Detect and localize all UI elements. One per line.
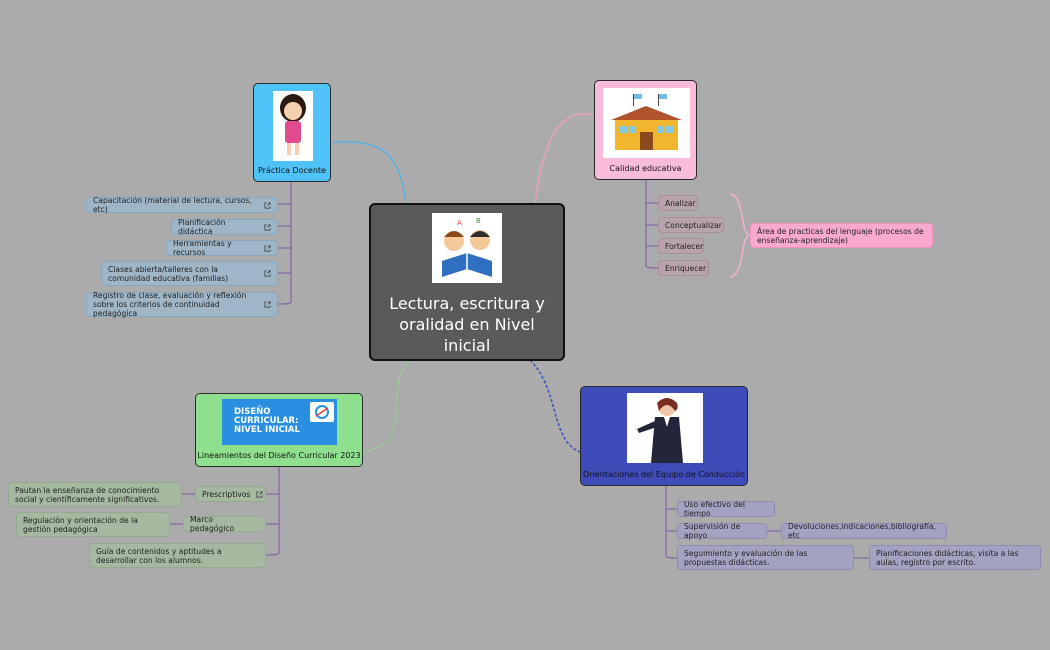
children-reading-book-image: A B (432, 213, 502, 283)
calidad-item-fortalecer[interactable]: Fortalecer (658, 238, 704, 254)
practica-item-4[interactable]: Clases abierta/talleres con la comunidad… (101, 261, 278, 286)
central-title: Lectura, escritura y oralidad en Nivel i… (389, 294, 545, 355)
children-reading-icon: A B (432, 213, 502, 283)
external-link-icon[interactable] (256, 491, 263, 498)
practica-item-2[interactable]: Planificación didáctica (171, 218, 278, 236)
businesswoman-image (627, 393, 703, 463)
topic-calidad-label: Calidad educativa (609, 164, 682, 173)
calidad-summary[interactable]: Área de practicas del lenguaje (procesos… (750, 223, 933, 248)
girl-student-image (273, 91, 313, 161)
topic-calidad-educativa[interactable]: Calidad educativa (594, 80, 697, 180)
topic-orientaciones[interactable]: Orientaciones del Equipo de Conducción (580, 386, 748, 486)
school-building-image (603, 88, 690, 158)
svg-text:A: A (457, 219, 462, 227)
lineamientos-item-marco[interactable]: Marco pedagógico (183, 515, 266, 533)
central-topic[interactable]: A B Lectura, escritura y oralidad en Niv… (369, 203, 565, 361)
banner-line-3: NIVEL INICIAL (234, 425, 300, 435)
external-link-icon[interactable] (264, 202, 271, 209)
girl-student-icon (273, 91, 313, 161)
businesswoman-icon (627, 393, 703, 463)
external-link-icon[interactable] (264, 301, 271, 308)
topic-practica-label: Práctica Docente (258, 166, 326, 175)
lineamientos-item-prescriptivos[interactable]: Prescriptivos (195, 486, 266, 502)
orientaciones-detail-supervision[interactable]: Devoluciones,indicaciones,bibliografía, … (781, 522, 947, 540)
topic-lineamientos-label: Lineamientos del Diseño Curricular 2023 (197, 451, 361, 460)
practica-item-1[interactable]: Capacitación (material de lectura, curso… (86, 196, 278, 214)
calidad-item-conceptualizar[interactable]: Conceptualizar (658, 217, 724, 233)
external-link-icon[interactable] (264, 270, 271, 277)
orientaciones-item-tiempo[interactable]: Uso efectivo del tiempo (677, 500, 775, 518)
external-link-icon[interactable] (264, 245, 271, 252)
external-link-icon[interactable] (264, 224, 271, 231)
topic-practica-docente[interactable]: Práctica Docente (253, 83, 331, 182)
orientaciones-item-supervision[interactable]: Supervisión de apoyo (677, 522, 767, 540)
lineamientos-detail-marco[interactable]: Regulación y orientación de la gestión p… (16, 512, 170, 537)
ministry-logo-icon (310, 402, 334, 422)
svg-text:B: B (476, 217, 481, 225)
calidad-item-analizar[interactable]: Analizar (658, 195, 698, 211)
banner-line-1: DISEÑO (234, 407, 271, 417)
calidad-item-enriquecer[interactable]: Enriquecer (658, 260, 709, 276)
practica-item-3[interactable]: Herramientas y recursos (166, 239, 278, 257)
orientaciones-detail-seguimiento[interactable]: Planificaciones didácticas, visita a las… (869, 545, 1041, 570)
practica-item-5[interactable]: Registro de clase, evaluación y reflexió… (86, 291, 278, 318)
lineamientos-detail-prescriptivos[interactable]: Pautan la enseñanza de conocimiento soci… (8, 482, 182, 507)
topic-orientaciones-label: Orientaciones del Equipo de Conducción (583, 470, 745, 479)
lineamientos-item-guia[interactable]: Guía de contenidos y aptitudes a desarro… (89, 543, 266, 568)
diseno-curricular-banner: DISEÑO CURRICULAR: NIVEL INICIAL (222, 399, 337, 445)
banner-line-2: CURRICULAR: (234, 416, 299, 426)
school-building-icon (603, 88, 690, 158)
orientaciones-item-seguimiento[interactable]: Seguimiento y evaluación de las propuest… (677, 545, 854, 570)
topic-lineamientos[interactable]: DISEÑO CURRICULAR: NIVEL INICIAL Lineami… (195, 393, 363, 467)
